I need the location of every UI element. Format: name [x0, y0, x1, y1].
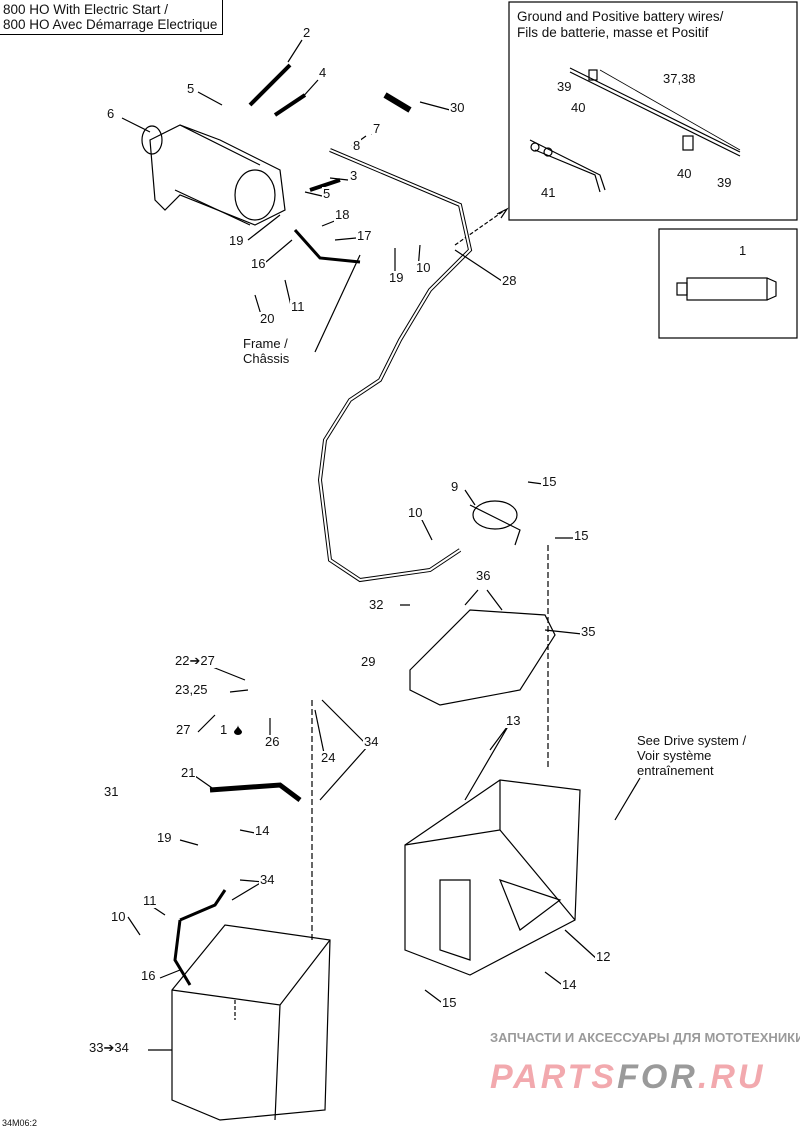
callout: 39 [556, 79, 573, 94]
diagram-title: 800 HO With Electric Start / 800 HO Avec… [0, 0, 224, 35]
callout: 19 [388, 270, 405, 285]
battery-box [404, 779, 581, 976]
inset-arrow [496, 207, 509, 219]
battery-bracket [409, 609, 556, 706]
callout: 39 [716, 175, 733, 190]
callout: 9 [450, 479, 460, 494]
inset-pointer [454, 209, 506, 246]
frame-note-en: Frame / [243, 336, 288, 351]
callout: 2 [302, 25, 312, 40]
callout: 10 [110, 909, 127, 924]
callout: 13 [505, 713, 522, 728]
callout: 16 [250, 256, 267, 271]
callout: 11 [142, 893, 158, 908]
callout: 21 [180, 765, 197, 780]
callout: 15 [541, 474, 558, 489]
wires-inset-title: Ground and Positive battery wires/ Fils … [517, 9, 723, 41]
callout: 15 [573, 528, 590, 543]
frame-note-fr: Châssis [243, 351, 290, 366]
callout: 34 [259, 872, 276, 887]
callout: 10 [407, 505, 424, 520]
callout: 4 [318, 65, 328, 80]
starter-motor [141, 124, 286, 226]
callout: 27 [175, 722, 192, 737]
frame-note: Frame / Châssis [243, 336, 289, 366]
drive-system-note: See Drive system / Voir système entraîne… [637, 733, 746, 778]
callout: 1 [219, 722, 229, 737]
callout: 6 [106, 106, 116, 121]
callout: 5 [186, 81, 196, 96]
oil-drop-icon [234, 725, 242, 735]
title-fr: 800 HO Avec Démarrage Electrique [3, 17, 218, 32]
callout: 37,38 [662, 71, 697, 86]
callout: 16 [140, 968, 157, 983]
watermark-logo: PARTSFOR.RU [490, 1058, 765, 1096]
callout: 3 [349, 168, 359, 183]
callout: 34 [363, 734, 380, 749]
wires-inset-title-en: Ground and Positive battery wires/ [517, 9, 724, 24]
solenoid [469, 500, 521, 546]
callout: 40 [676, 166, 693, 181]
callout: 1 [738, 243, 748, 258]
drive-note-fr-1: Voir système [637, 748, 712, 763]
callout: 35 [580, 624, 597, 639]
watermark-tagline: ЗАПЧАСТИ И АКСЕССУАРЫ ДЛЯ МОТОТЕХНИКИ [490, 1030, 800, 1045]
title-en: 800 HO With Electric Start / [3, 2, 169, 17]
grease-tube [676, 277, 777, 301]
logo-part: PARTS [490, 1058, 618, 1096]
wires-inset-box [508, 1, 798, 221]
callout: 18 [334, 207, 351, 222]
callout: 28 [501, 273, 518, 288]
drive-note-en: See Drive system / [637, 733, 747, 748]
callout: 14 [561, 977, 578, 992]
callout: 40 [570, 100, 587, 115]
callout: 17 [356, 228, 373, 243]
callout: 20 [259, 311, 276, 326]
callout: 24 [320, 750, 337, 765]
callout: 19 [228, 233, 245, 248]
callout: 15 [441, 995, 458, 1010]
callout: 22➔27 [174, 653, 216, 668]
callout: 12 [595, 949, 612, 964]
callout: 26 [264, 734, 281, 749]
drive-note-fr-2: entraînement [637, 763, 714, 778]
callout: 19 [156, 830, 173, 845]
callout: 11 [290, 299, 306, 314]
callout: 31 [103, 784, 120, 799]
callout: 14 [254, 823, 271, 838]
callout: 23,25 [174, 682, 209, 697]
callout: 41 [540, 185, 557, 200]
callout: 33➔34 [88, 1040, 130, 1055]
callout: 29 [360, 654, 377, 669]
logo-part: .RU [697, 1058, 766, 1096]
callout: 10 [415, 260, 432, 275]
battery [171, 924, 331, 1121]
callout: 8 [352, 138, 362, 153]
grease-inset-box [658, 228, 798, 339]
battery-wires [529, 67, 741, 193]
callout: 30 [449, 100, 466, 115]
callout: 36 [475, 568, 492, 583]
callout: 5 [322, 186, 332, 201]
wires-inset-title-fr: Fils de batterie, masse et Positif [517, 25, 709, 40]
callout: 32 [368, 597, 385, 612]
logo-part: FOR [617, 1058, 698, 1096]
diagram-code: 34M06:2 [2, 1118, 38, 1128]
callout: 7 [372, 121, 382, 136]
